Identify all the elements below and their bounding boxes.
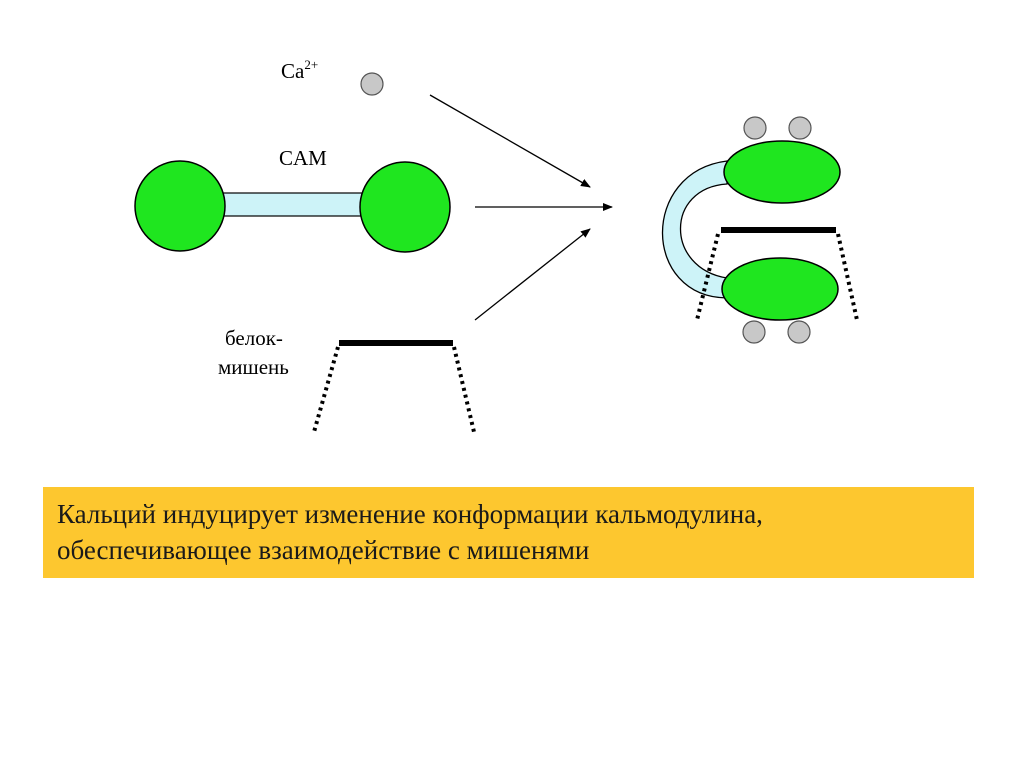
caption-box: Кальций индуцирует изменение конформации… <box>43 487 974 578</box>
calcium-ion <box>360 72 384 96</box>
complex-domain-bottom <box>721 257 839 321</box>
target-protein <box>312 340 476 433</box>
calmodulin-domain-left <box>134 160 226 252</box>
bound-calcium-ion-4 <box>787 320 811 344</box>
calcium-calmodulin-target-complex <box>661 116 859 344</box>
target-protein-label-line2: мишень <box>218 355 289 379</box>
complex-linker <box>661 160 728 299</box>
caption-line-1: Кальций индуцирует изменение конформации… <box>57 499 763 529</box>
arrow-from-calcium <box>429 94 591 188</box>
calmodulin-linker <box>217 192 371 217</box>
bound-calcium-ion-3 <box>742 320 766 344</box>
complex-domain-top <box>723 140 841 204</box>
caption-line-2: обеспечивающее взаимодействие с мишенями <box>57 535 590 565</box>
bound-calcium-ion-2 <box>788 116 812 140</box>
target-protein-label-line1: белок- <box>225 326 283 350</box>
arrow-from-target <box>474 228 591 321</box>
calmodulin-label: CAM <box>279 146 327 170</box>
bound-calcium-ion-1 <box>743 116 767 140</box>
calcium-label: Ca2+ <box>281 57 318 83</box>
calmodulin-diagram: Ca2+ CAM белок- мишень <box>134 57 859 433</box>
calmodulin-domain-right <box>359 161 451 253</box>
